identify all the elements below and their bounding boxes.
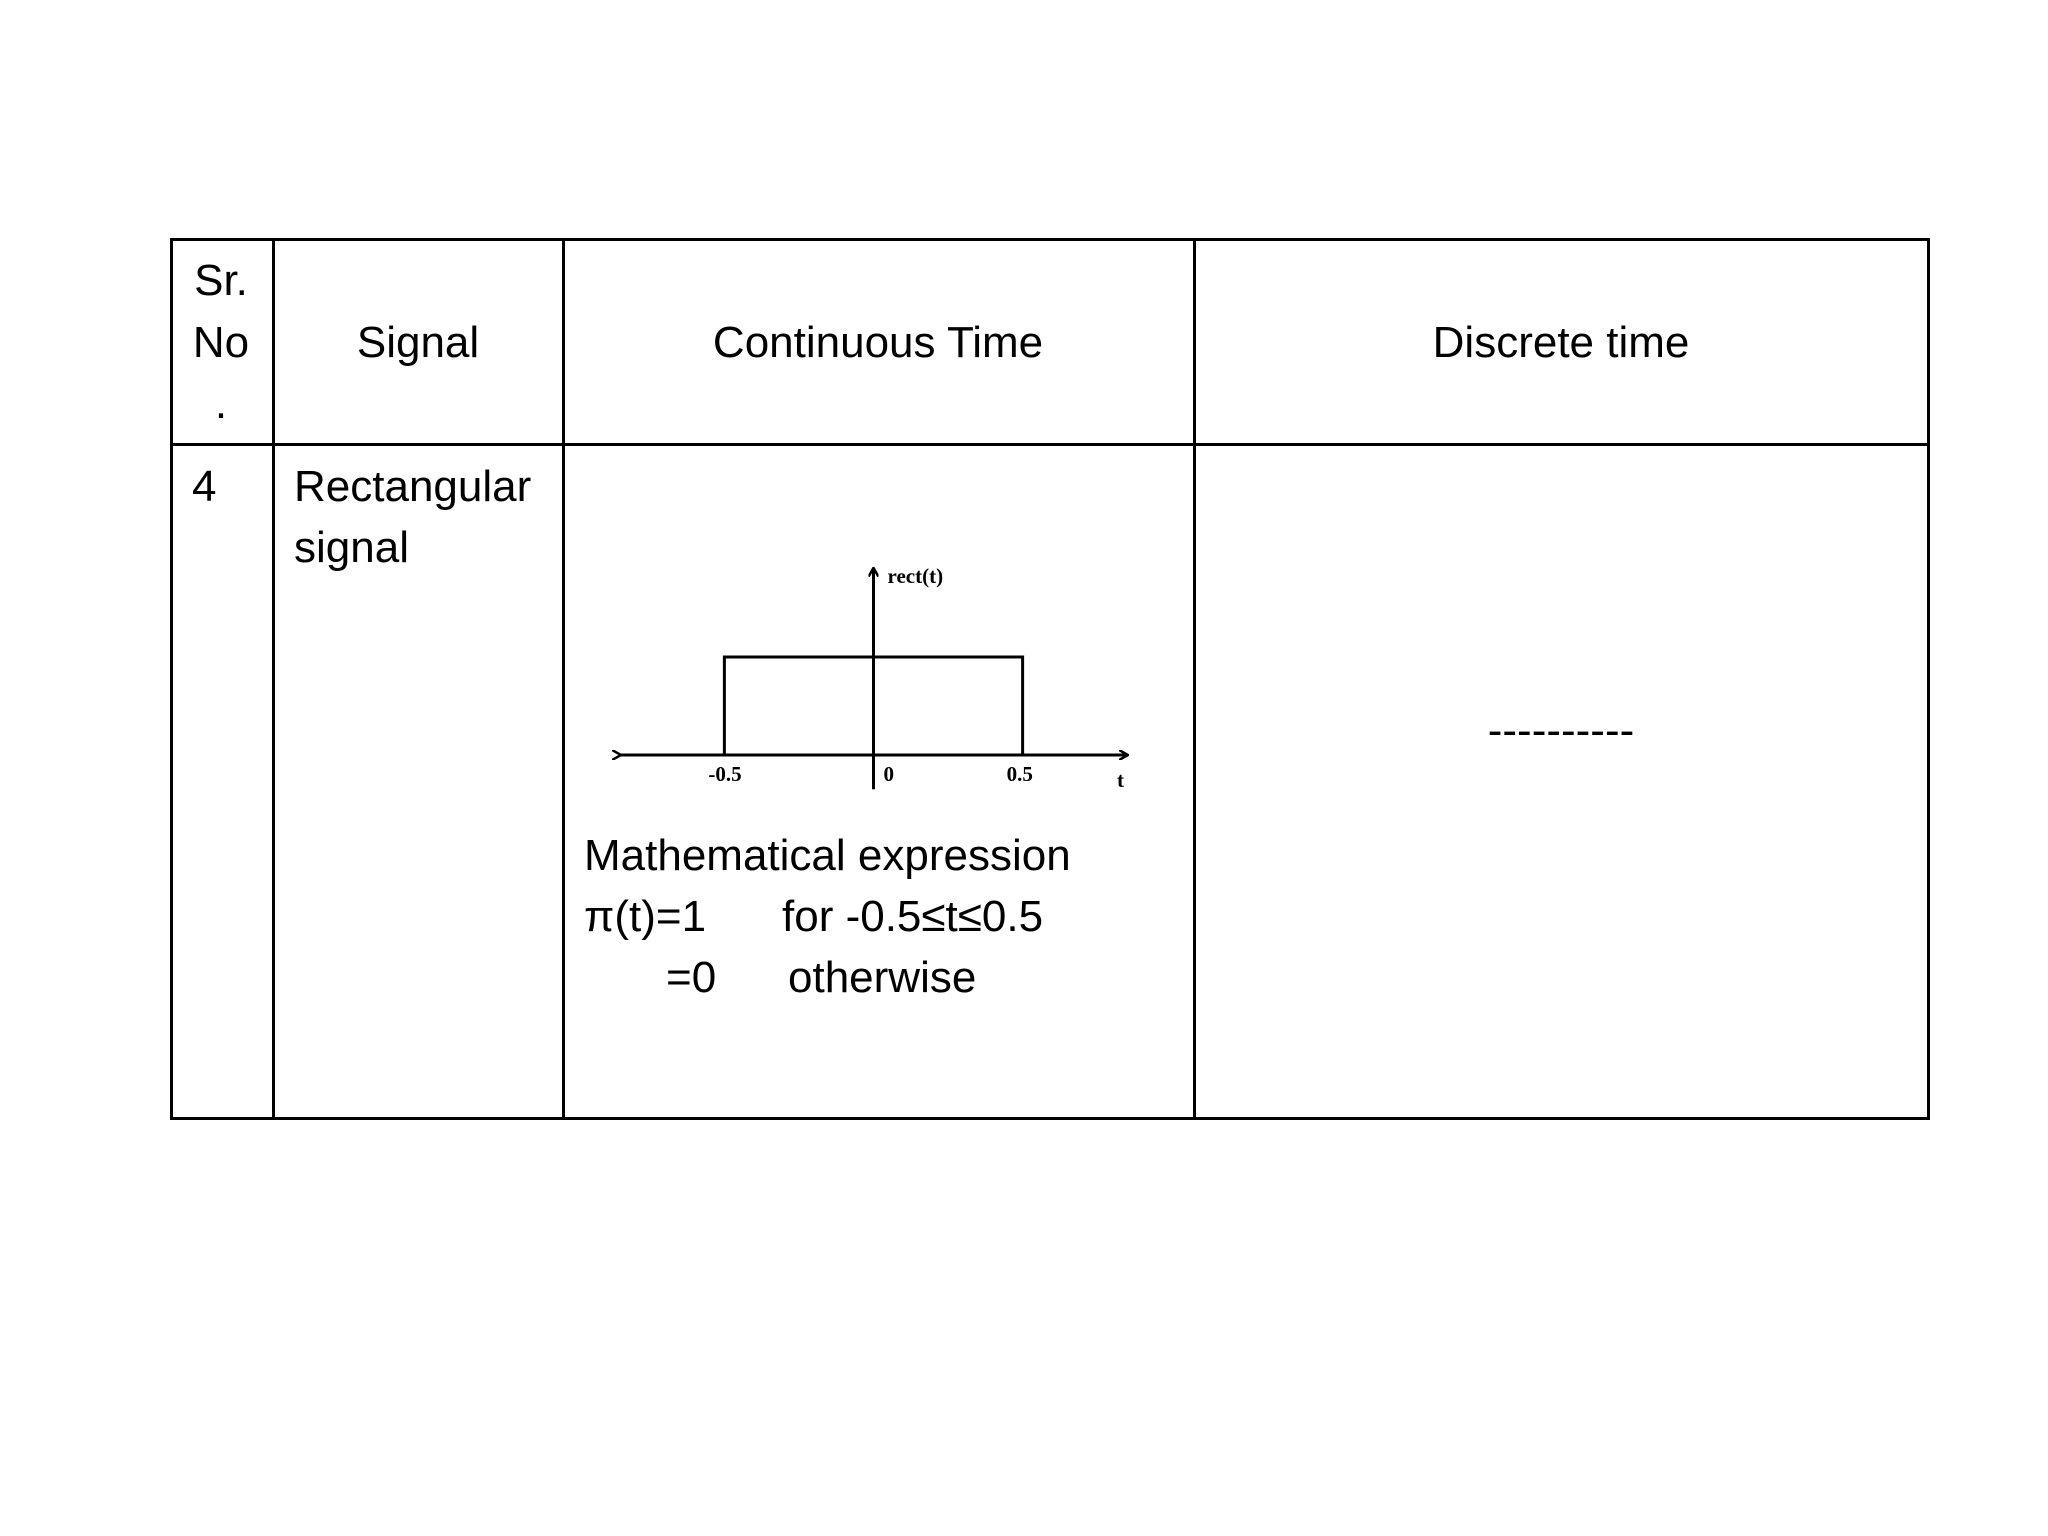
header-sr-no-line2: No [192,318,250,367]
x-tick-label: 0 [884,762,895,786]
header-discrete-time: Discrete time [1432,318,1690,367]
expression-title: Mathematical expression [584,831,1071,880]
row-signal-line1: Rectangular [294,462,532,511]
row-sr-no: 4 [192,462,217,511]
header-sr-no-line1: Sr. [194,256,248,305]
row-signal-line2: signal [294,523,409,572]
column-divider [562,238,565,1120]
header-signal: Signal [356,318,480,367]
table-border-bottom [170,1117,1930,1120]
y-axis-label: rect(t) [888,564,944,588]
column-divider [272,238,275,1120]
header-sr-no-line3: . [214,379,228,428]
column-divider [1193,238,1196,1120]
x-tick-label: 0.5 [1007,762,1033,786]
expression-line1-rhs: for -0.5≤t≤0.5 [782,892,1044,941]
table-border-top [170,238,1930,241]
expression-line1-lhs: π(t)=1 [584,892,707,941]
expression-line2-lhs: =0 [666,953,717,1002]
x-tick-label: -0.5 [708,762,741,786]
table-border-left [170,238,173,1120]
table-header-divider [170,443,1930,446]
rect-series-line [722,655,1025,755]
header-continuous-time: Continuous Time [712,318,1044,367]
discrete-placeholder: ---------- [1487,706,1635,755]
expression-line2-rhs: otherwise [788,953,977,1002]
x-axis-label: t [1117,768,1124,792]
table-border-right [1927,238,1930,1120]
